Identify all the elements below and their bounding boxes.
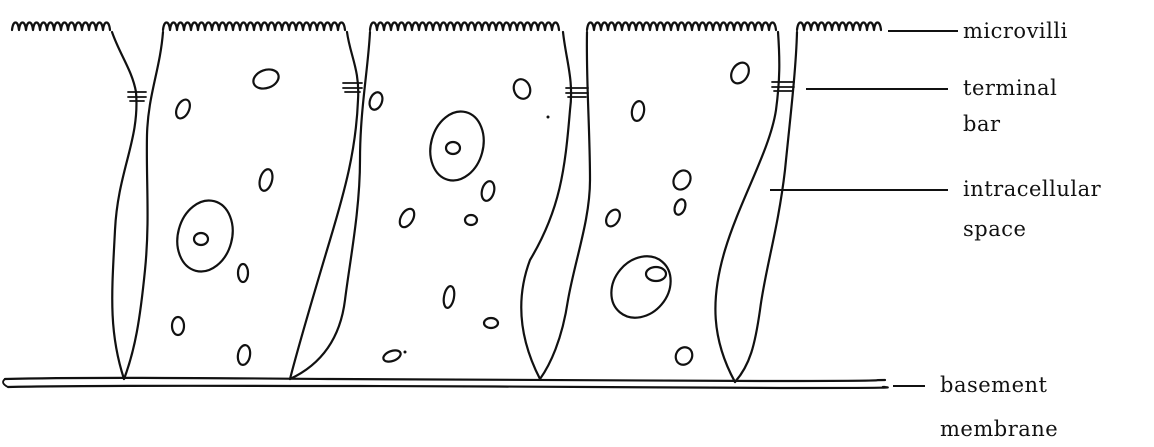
terminal-bars <box>128 82 794 101</box>
label-terminal-bar-line2: bar <box>963 112 1001 136</box>
label-terminal-bar-line1: terminal <box>963 76 1057 100</box>
cell-3-organelles <box>599 59 752 367</box>
label-basement-membrane-line2: membrane <box>940 417 1058 441</box>
label-microvilli: microvilli <box>963 19 1068 43</box>
basement-membrane-line <box>3 378 888 388</box>
label-intracellular-space-line1: intracellular <box>963 177 1102 201</box>
label-basement-membrane-line1: basement <box>940 373 1048 397</box>
cell-1-organelles <box>170 66 282 366</box>
cell-membranes <box>112 32 797 382</box>
label-intracellular-space-line2: space <box>963 217 1026 241</box>
microvilli-borders <box>12 23 881 31</box>
label-leaders <box>770 31 958 386</box>
